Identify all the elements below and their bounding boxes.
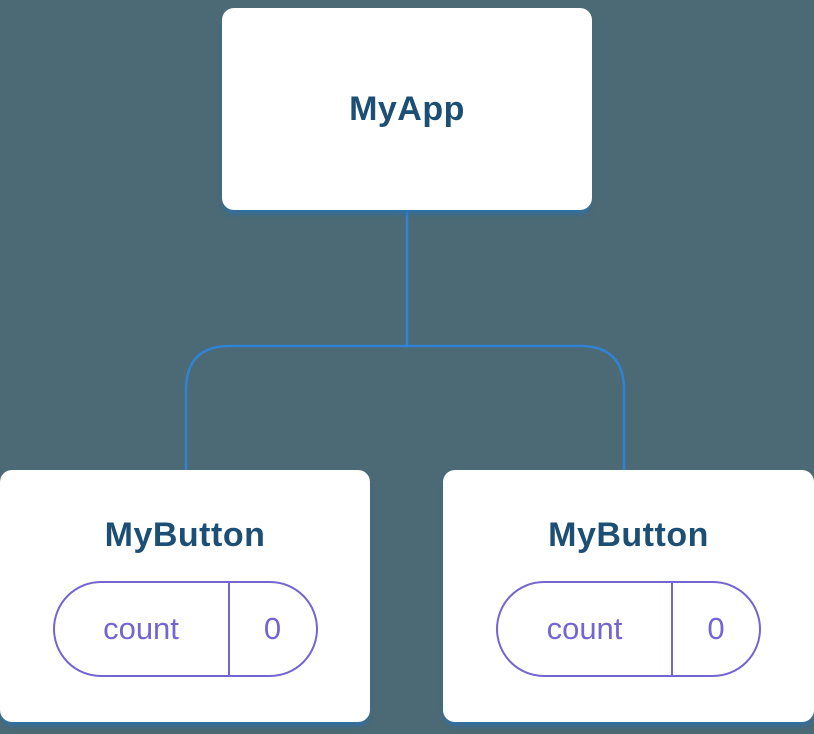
connector-branch-bracket [184, 344, 626, 470]
node-title: MyButton [104, 515, 266, 554]
node-title: MyApp [349, 89, 465, 128]
state-pill: count 0 [496, 580, 761, 677]
state-pill-divider [671, 582, 673, 675]
node-title: MyButton [548, 515, 709, 554]
component-node-mybutton-1: MyButton count 0 [0, 470, 370, 722]
state-pill: count 0 [52, 580, 318, 677]
state-key-label: count [103, 610, 179, 646]
state-value: 0 [707, 610, 725, 646]
state-value: 0 [263, 610, 282, 646]
component-node-myapp: MyApp [222, 8, 592, 210]
state-key-label: count [546, 610, 623, 646]
state-pill-divider [227, 582, 230, 675]
component-node-mybutton-2: MyButton count 0 [443, 470, 814, 722]
